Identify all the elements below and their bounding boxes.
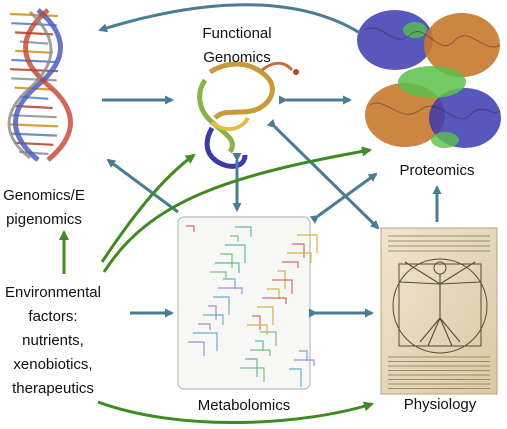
environmental-factors-line-3: nutrients, [22,332,84,349]
metabolomics-label: Metabolomics [197,397,291,414]
environment-arrows [59,146,374,425]
proteomics-label: Proteomics [399,162,475,179]
dna-helix-image [7,8,73,162]
protein-complex-image [357,10,501,148]
functional-genomics-line-1: Functional [202,25,272,42]
genomics-epigenomics-line-1: Genomics/E [3,187,85,204]
environmental-factors-line-2: factors: [28,308,78,325]
environmental-factors-line-1: Environmental [5,284,101,301]
trna-structure-image [197,61,299,169]
metabolic-map-image [177,216,318,390]
interaction-arrows [98,3,442,318]
arrow-environment-to-functional [100,153,196,263]
functional-genomics-label: Functional Genomics [185,22,289,70]
arrow-environment-to-physiology [97,400,374,425]
environmental-factors-line-5: therapeutics [12,380,94,397]
environmental-factors-label: Environmental factors: nutrients, xenobi… [0,281,106,401]
arrow-environment-to-proteomics [102,146,372,273]
arrow-metabolomics-to-genomics [106,158,179,214]
physiology-label: Physiology [403,396,477,413]
vitruvian-man-image [380,227,498,395]
arrow-functional-physiology [266,118,380,230]
arrow-proteomics-to-genomics [98,3,361,35]
genomics-epigenomics-label: Genomics/E pigenomics [0,184,88,232]
functional-genomics-line-2: Genomics [203,49,271,66]
arrow-metabolomics-proteomics [309,172,378,224]
environmental-factors-line-4: xenobiotics, [13,356,93,373]
genomics-epigenomics-line-2: pigenomics [6,211,82,228]
